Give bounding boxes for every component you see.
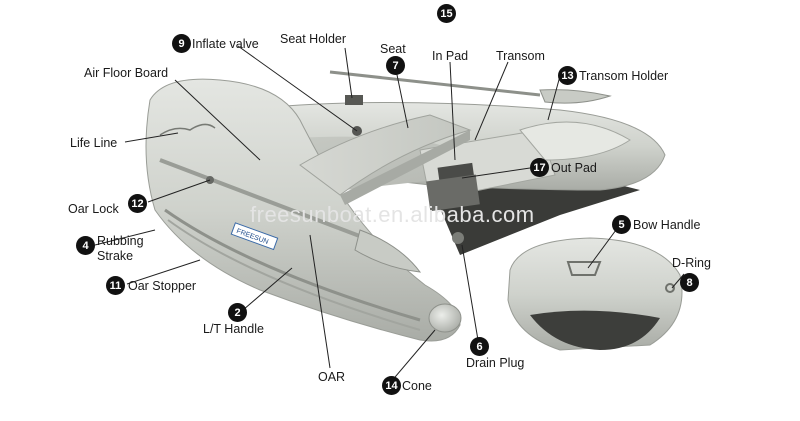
label-lt-handle: L/T Handle bbox=[203, 322, 264, 336]
label-seat-holder: Seat Holder bbox=[280, 32, 347, 46]
label-d-ring: D-Ring bbox=[672, 256, 711, 270]
oar-shaft-front bbox=[159, 158, 371, 242]
callout-number-7: 7 bbox=[386, 56, 405, 75]
label-in-pad: In Pad bbox=[432, 49, 469, 63]
callout-number-6: 6 bbox=[470, 337, 489, 356]
label-transom-holder: Transom Holder bbox=[579, 69, 669, 83]
callout-number-11: 11 bbox=[106, 276, 125, 295]
label-cone: Cone bbox=[402, 379, 432, 393]
oar-blade-front bbox=[354, 229, 422, 273]
label-oar: OAR bbox=[318, 370, 346, 384]
callout-number-9: 9 bbox=[172, 34, 191, 53]
label-drain-plug: Drain Plug bbox=[466, 356, 525, 370]
rubbing-strake-line bbox=[164, 208, 421, 322]
bow-underside bbox=[530, 310, 660, 350]
callout-number-2: 2 bbox=[228, 303, 247, 322]
label-out-pad: Out Pad bbox=[551, 161, 597, 175]
callout-number-8: 8 bbox=[680, 273, 699, 292]
callout-number-15: 15 bbox=[437, 4, 456, 23]
callout-number-12: 12 bbox=[128, 194, 147, 213]
brand-decal bbox=[230, 222, 279, 251]
callout-number-5: 5 bbox=[612, 215, 631, 234]
oar-shaft-back bbox=[329, 70, 541, 97]
bow-handle-shape bbox=[566, 261, 602, 276]
oar-blade-back bbox=[539, 89, 612, 104]
label-bow-handle: Bow Handle bbox=[633, 218, 701, 232]
main-boat: FREESUN bbox=[145, 70, 666, 342]
callout-number-13: 13 bbox=[558, 66, 577, 85]
label-life-line: Life Line bbox=[70, 136, 118, 150]
callout-number-14: 14 bbox=[382, 376, 401, 395]
label-strake: Strake bbox=[97, 249, 134, 263]
callout-number-17: 17 bbox=[530, 158, 549, 177]
seat-shape bbox=[299, 114, 472, 196]
label-inflate-valve: Inflate valve bbox=[192, 37, 259, 51]
leader-lines bbox=[94, 45, 685, 384]
life-line-rope bbox=[159, 123, 216, 136]
drain-plug-shape bbox=[452, 232, 464, 244]
label-air-floor-board: Air Floor Board bbox=[84, 66, 169, 80]
transom-holder-shape bbox=[519, 121, 631, 161]
bow-view-boat bbox=[507, 237, 683, 351]
label-oar-lock: Oar Lock bbox=[68, 202, 119, 216]
label-seat: Seat bbox=[380, 42, 406, 56]
hull-bottom bbox=[430, 170, 640, 255]
watermark: freesunboat.en.alibaba.com bbox=[250, 202, 535, 227]
label-rubbing: Rubbing bbox=[97, 234, 144, 248]
out-pad-shape bbox=[426, 174, 480, 212]
seat-holder-shape bbox=[345, 95, 363, 105]
cone-shape bbox=[428, 303, 462, 333]
callout-number-4: 4 bbox=[76, 236, 95, 255]
label-transom: Transom bbox=[496, 49, 545, 63]
d-ring-shape bbox=[665, 283, 675, 293]
label-oar-stopper: Oar Stopper bbox=[128, 279, 197, 293]
